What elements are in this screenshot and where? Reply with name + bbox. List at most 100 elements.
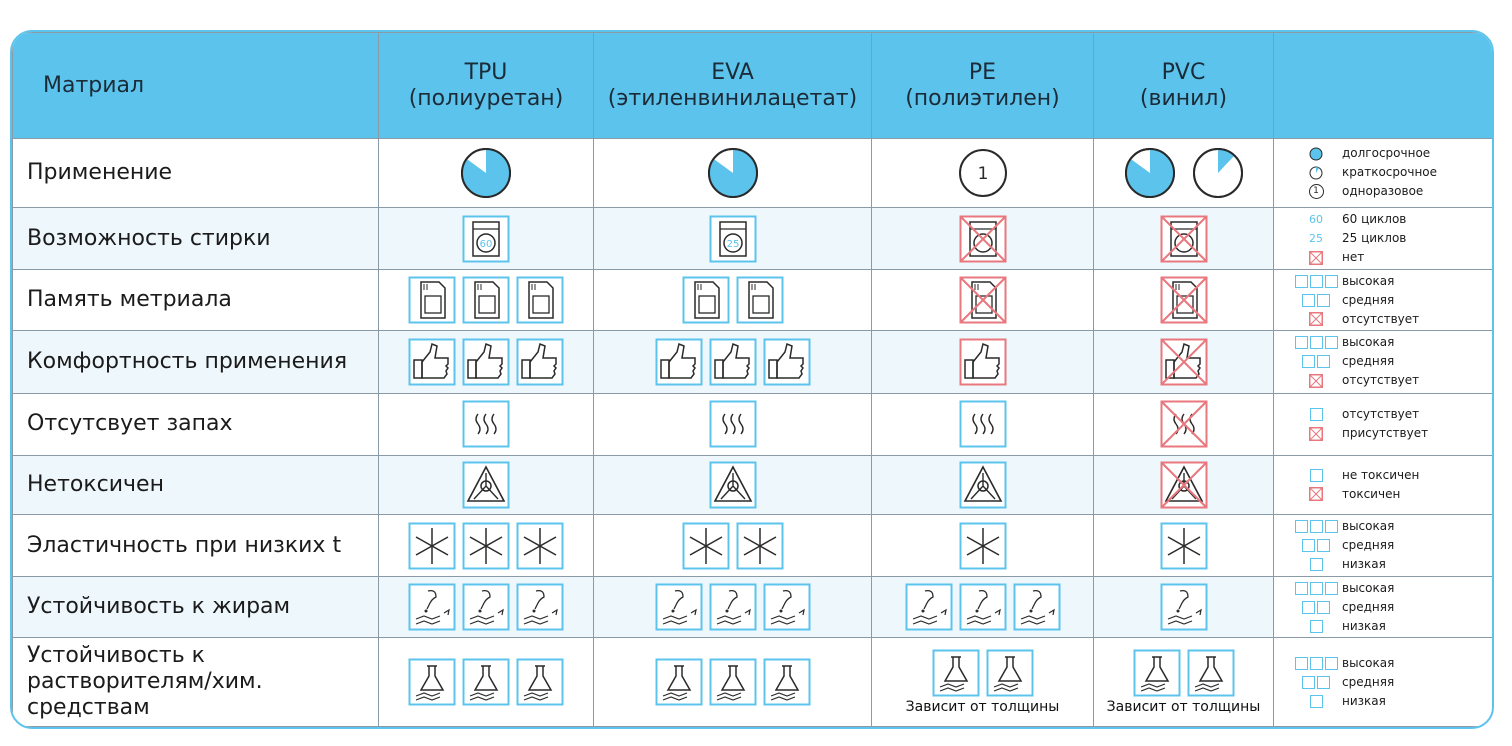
legend-cell: высокая средняя отсутствует <box>1273 329 1492 394</box>
legend-marker-icon <box>1290 520 1342 534</box>
row-label: Применение <box>12 138 379 208</box>
thumbs-up-red-icon <box>959 338 1007 386</box>
thumbs-up-icon <box>763 338 811 386</box>
legend-square-icon <box>1309 656 1323 670</box>
odor-icon <box>462 400 510 448</box>
rating-cell <box>1093 392 1274 457</box>
thumbs-up-icon <box>462 338 510 386</box>
flask-icon <box>462 658 510 706</box>
legend-marker-icon <box>1290 558 1342 572</box>
rating-cell <box>378 138 594 208</box>
rating-cell <box>1093 513 1274 578</box>
legend-square-icon <box>1294 520 1308 534</box>
header-tpu-name: TPU <box>464 59 508 85</box>
legend-text: средняя <box>1342 674 1395 689</box>
legend-text: 25 циклов <box>1342 231 1407 245</box>
legend-item: средняя <box>1290 353 1492 370</box>
grease-icon <box>462 583 510 631</box>
legend-square-icon <box>1317 293 1330 307</box>
legend-text: отсутствует <box>1342 311 1420 326</box>
legend-text: средняя <box>1342 292 1395 307</box>
flask-icon <box>763 658 811 706</box>
legend-item: низкая <box>1290 556 1492 573</box>
memory-card-icon <box>736 276 784 324</box>
svg-text:25: 25 <box>726 239 739 250</box>
legend-cell: высокая средняя отсутствует <box>1273 269 1492 331</box>
toxic-triangle-icon <box>959 461 1007 509</box>
thumbs-up-icon <box>709 338 757 386</box>
thumbs-up-icon <box>655 338 703 386</box>
rating-cell <box>378 392 594 457</box>
rating-cell <box>378 455 594 515</box>
legend-square-icon <box>1294 336 1308 350</box>
flask-icon <box>709 658 757 706</box>
header-pvc: PVC(винил) <box>1093 32 1274 139</box>
legend-item: нет <box>1290 249 1492 266</box>
legend-text: высокая <box>1342 580 1395 595</box>
rating-cell <box>871 329 1094 394</box>
rating-cell <box>1093 329 1274 394</box>
legend-item: отсутствует <box>1290 311 1492 328</box>
rating-cell <box>1093 206 1274 271</box>
legend-square-icon <box>1302 539 1315 553</box>
legend-marker-icon <box>1290 336 1342 350</box>
legend-square-icon <box>1309 520 1323 534</box>
flask-icon <box>516 658 564 706</box>
thumbs-up-icon <box>516 338 564 386</box>
crossed-square-icon <box>1290 250 1342 265</box>
legend-text: одноразовое <box>1342 184 1424 199</box>
legend-square-icon <box>1294 274 1308 288</box>
legend-text: отсутствует <box>1342 373 1420 388</box>
legend-item: средняя <box>1290 674 1492 691</box>
rating-cell <box>871 455 1094 515</box>
legend-text: 60 циклов <box>1342 212 1407 226</box>
row-label: Возможность стирки <box>12 206 379 271</box>
legend-square-icon <box>1324 336 1338 350</box>
snowflake-icon <box>1160 522 1208 570</box>
legend-square-icon <box>1302 355 1315 369</box>
rating-cell <box>1093 138 1274 208</box>
grease-icon <box>1013 583 1061 631</box>
rating-cell: Зависит от толщины <box>871 637 1094 727</box>
rating-cell <box>593 138 872 208</box>
toxic-triangle-icon <box>709 461 757 509</box>
legend-square-icon <box>1294 581 1308 595</box>
legend-marker-icon <box>1290 619 1342 633</box>
flask-icon <box>655 658 703 706</box>
grease-icon <box>1160 583 1208 631</box>
grease-icon <box>516 583 564 631</box>
header-legend <box>1273 32 1492 139</box>
legend-item: отсутствует <box>1290 406 1492 423</box>
thickness-note: Зависит от толщины <box>1106 699 1261 715</box>
grease-icon <box>408 583 456 631</box>
memory-card-crossed-icon <box>959 276 1007 324</box>
header-tpu: TPU(полиуретан) <box>378 32 594 139</box>
crossed-square-icon <box>1290 312 1342 327</box>
flask-icon <box>1187 649 1235 697</box>
row-9: Устойчивость к растворителям/хим. средст… <box>12 637 1492 727</box>
legend-item: низкая <box>1290 693 1492 710</box>
rating-cell <box>871 269 1094 331</box>
rating-cell <box>1093 455 1274 515</box>
legend-text: низкая <box>1342 557 1386 572</box>
legend-item: высокая <box>1290 334 1492 351</box>
grease-icon <box>655 583 703 631</box>
rating-cell <box>593 329 872 394</box>
legend-item: высокая <box>1290 273 1492 290</box>
pie-long-term-icon <box>460 147 512 199</box>
legend-square-icon <box>1324 274 1338 288</box>
legend-square-icon <box>1317 539 1330 553</box>
svg-text:60: 60 <box>480 239 493 250</box>
odor-crossed-icon <box>1160 400 1208 448</box>
legend-square-icon <box>1302 675 1315 689</box>
snowflake-icon <box>682 522 730 570</box>
comparison-table-frame: Матриал TPU(полиуретан) EVA(этиленвинила… <box>10 30 1494 729</box>
